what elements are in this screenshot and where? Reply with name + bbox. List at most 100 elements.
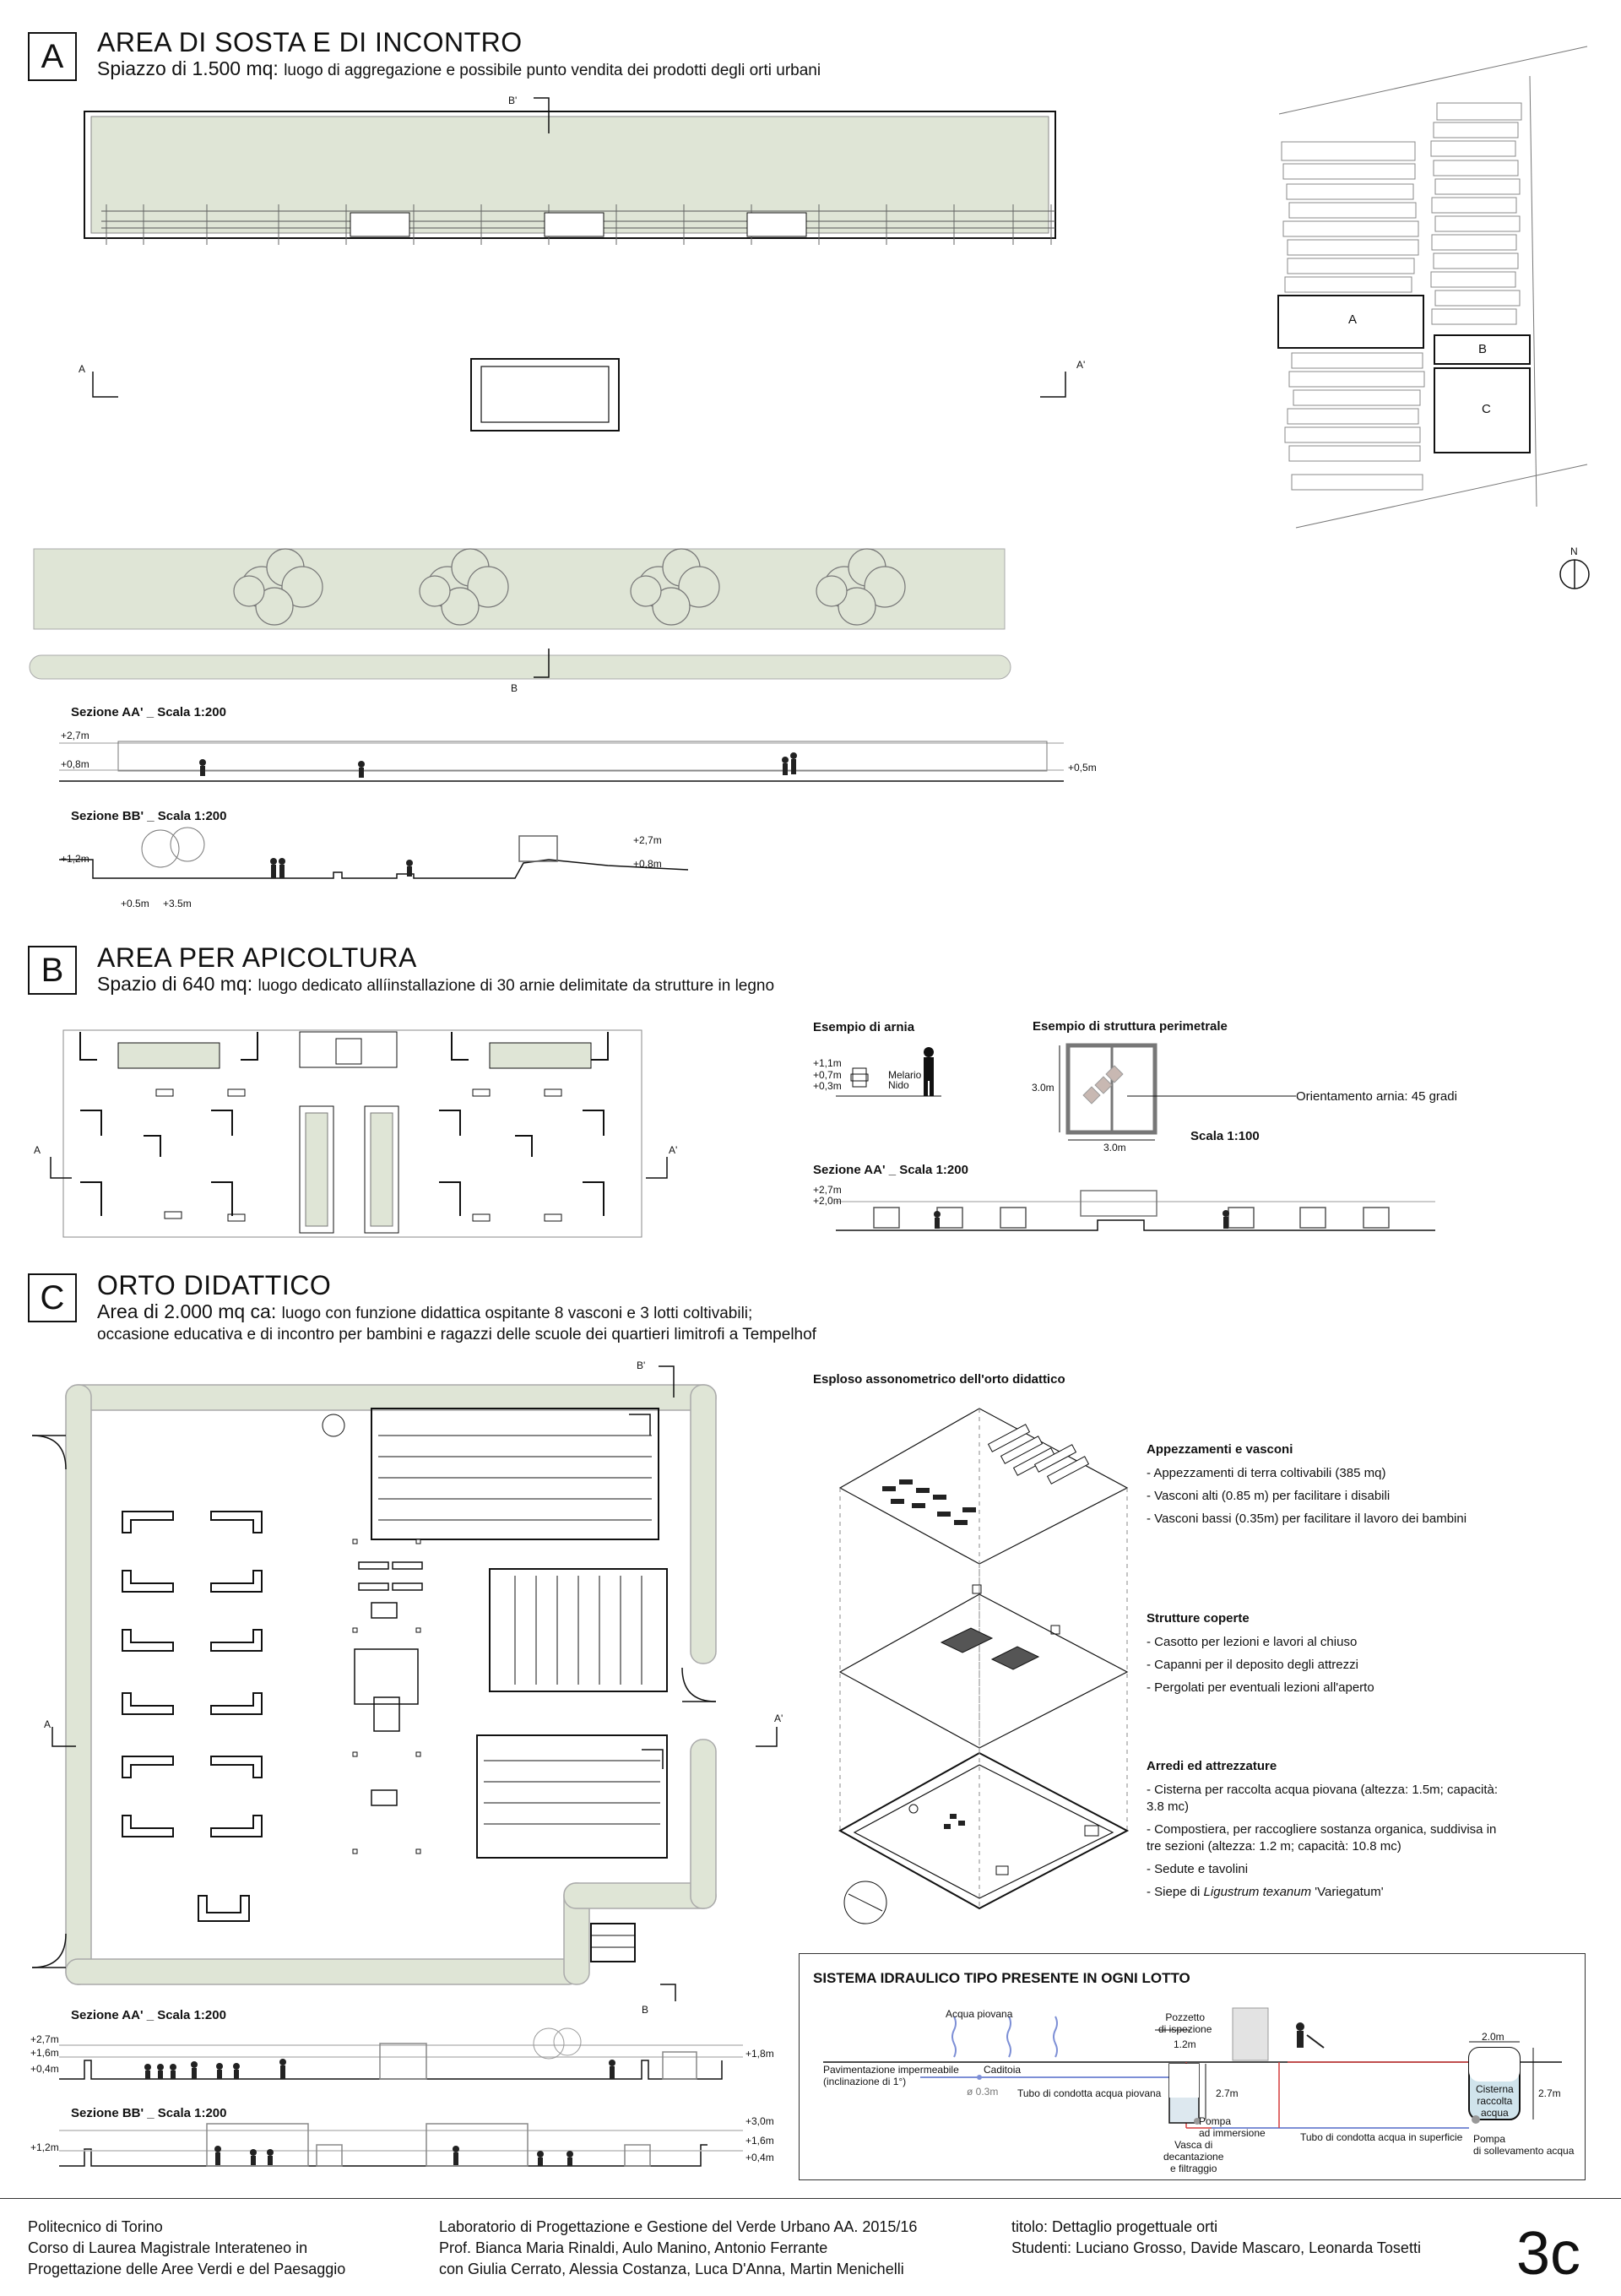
a-bb-level-5: +3.5m	[163, 898, 192, 909]
section-a-title: AREA DI SOSTA E DI INCONTRO	[97, 27, 523, 57]
hydraulic-box	[799, 1953, 1586, 2180]
section-b-title: AREA PER APICOLTURA	[97, 942, 417, 973]
hyd-pompa-sollevamento: Pompa di sollevamento acqua	[1473, 2133, 1575, 2157]
c-aa-level-2: +1,6m	[30, 2047, 59, 2059]
hyd-cisterna: Cisterna raccolta acqua	[1476, 2083, 1514, 2119]
b-aa-level-1: +2,7m	[813, 1184, 842, 1196]
group-strutture-item-3: - Pergolati per eventuali lezioni all'ap…	[1147, 1680, 1374, 1695]
hyd-rain: Acqua piovana	[946, 2008, 1013, 2020]
a-bb-level-4: +0.5m	[121, 898, 149, 909]
hyd-tubo-piovana: Tubo di condotta acqua piovana	[1017, 2087, 1162, 2099]
section-a-subtitle: Spiazzo di 1.500 mq: luogo di aggregazio…	[97, 57, 821, 79]
footer-col-1: Politecnico di Torino Corso di Laurea Ma…	[28, 2217, 345, 2280]
footer-col3-line1: titolo: Dettaglio progettuale orti	[1011, 2218, 1218, 2235]
c-mark-a-left: A	[44, 1718, 52, 1730]
footer-col1-line3: Progettazione delle Aree Verdi e del Pae…	[28, 2261, 346, 2277]
c-aa-level-3: +0,4m	[30, 2063, 59, 2075]
hyd-pompa-immersione: Pompa ad immersione	[1199, 2115, 1266, 2139]
a-aa-level-1: +2,7m	[61, 730, 89, 741]
a-section-bb-title: Sezione BB' _ Scala 1:200	[71, 809, 227, 823]
group-appezzamenti-title: Appezzamenti e vasconi	[1147, 1442, 1293, 1457]
hyd-vasca: Vasca di decantazione e filtraggio	[1163, 2139, 1224, 2174]
c-mark-b-top: B'	[637, 1360, 646, 1371]
a-section-aa-title: Sezione AA' _ Scala 1:200	[71, 705, 226, 719]
hyd-pavimentazione: Pavimentazione impermeabile (inclinazion…	[823, 2064, 959, 2087]
group-strutture-item-1: - Casotto per lezioni e lavori al chiuso	[1147, 1635, 1358, 1649]
b-struttura-dim-h: 3.0m	[1103, 1142, 1126, 1153]
c-bb-level-3: +1,6m	[745, 2135, 774, 2147]
b-struttura-title: Esempio di struttura perimetrale	[1033, 1019, 1228, 1034]
footer-col2-line2: Prof. Bianca Maria Rinaldi, Aulo Manino,…	[439, 2239, 828, 2256]
a-bb-level-3: +0,8m	[633, 858, 662, 870]
section-a-letter: A	[28, 32, 77, 81]
a-bb-level-2: +2,7m	[633, 834, 662, 846]
section-c-title: ORTO DIDATTICO	[97, 1270, 332, 1300]
c-aa-level-4: +1,8m	[745, 2048, 774, 2060]
section-c-letter: C	[28, 1273, 77, 1322]
c-section-bb-title: Sezione BB' _ Scala 1:200	[71, 2106, 227, 2120]
a-mark-b-bottom: B	[511, 682, 518, 694]
group-appezzamenti-list: - Appezzamenti di terra coltivabili (385…	[1147, 1465, 1510, 1533]
c-bb-level-4: +0,4m	[745, 2152, 774, 2163]
b-mark-a-right: A'	[669, 1144, 678, 1156]
b-arnia-part-2: Nido	[888, 1079, 909, 1091]
group-strutture-item-2: - Capanni per il deposito degli attrezzi	[1147, 1658, 1358, 1672]
b-arnia-title: Esempio di arnia	[813, 1020, 915, 1034]
hyd-diametro: ø 0.3m	[967, 2086, 999, 2098]
footer	[0, 2198, 1621, 2296]
north-arrow-label: N	[1570, 546, 1578, 557]
group-strutture-list: - Casotto per lezioni e lavori al chiuso…	[1147, 1634, 1510, 1702]
section-b-subtitle: Spazio di 640 mq: luogo dedicato allíins…	[97, 973, 775, 995]
hyd-caditoia: Caditoia	[984, 2064, 1022, 2076]
b-struttura-dim-v: 3.0m	[1032, 1082, 1054, 1094]
a-mark-b-top: B'	[508, 95, 518, 106]
hydraulic-title: SISTEMA IDRAULICO TIPO PRESENTE IN OGNI …	[813, 1970, 1190, 1986]
footer-col-2: Laboratorio di Progettazione e Gestione …	[439, 2217, 917, 2280]
c-aa-level-1: +2,7m	[30, 2033, 59, 2045]
group-arredi-item-1: - Cisterna per raccolta acqua piovana (a…	[1147, 1783, 1499, 1814]
section-b-letter: B	[28, 946, 77, 995]
a-mark-a-right: A'	[1076, 359, 1086, 371]
c-section-aa-title: Sezione AA' _ Scala 1:200	[71, 2008, 226, 2022]
map-label-c: C	[1482, 402, 1491, 416]
map-label-a: A	[1348, 312, 1358, 327]
b-aa-level-2: +2,0m	[813, 1195, 842, 1207]
b-scale-label: Scala 1:100	[1190, 1129, 1260, 1143]
c-mark-a-right: A'	[774, 1713, 783, 1724]
hyd-tubo-superficie: Tubo di condotta acqua in superficie	[1300, 2131, 1463, 2143]
group-arredi-item-3: - Sedute e tavolini	[1147, 1862, 1249, 1876]
hyd-pozzetto-dim: 1.2m	[1174, 2038, 1196, 2050]
b-arnia-level-2: +0,7m	[813, 1069, 842, 1081]
page-number: 3c	[1515, 2220, 1580, 2288]
a-aa-level-2: +0,8m	[61, 758, 89, 770]
b-orientation-label: Orientamento arnia: 45 gradi	[1296, 1089, 1457, 1104]
map-label-b: B	[1478, 342, 1488, 356]
group-strutture-title: Strutture coperte	[1147, 1611, 1250, 1626]
group-appezzamenti-item-1: - Appezzamenti di terra coltivabili (385…	[1147, 1466, 1386, 1480]
footer-col1-line2: Corso di Laurea Magistrale Interateneo i…	[28, 2239, 308, 2256]
group-arredi-item-2: - Compostiera, per raccogliere sostanza …	[1147, 1822, 1497, 1854]
footer-col3-line2: Studenti: Luciano Grosso, Davide Mascaro…	[1011, 2239, 1421, 2256]
a-bb-level-1: +1,2m	[61, 853, 89, 865]
group-arredi-list: - Cisterna per raccolta acqua piovana (a…	[1147, 1782, 1510, 1907]
section-c-subtitle: Area di 2.000 mq ca: luogo con funzione …	[97, 1300, 753, 1322]
group-arredi-title: Arredi ed attrezzature	[1147, 1759, 1277, 1773]
hyd-cisterna-width: 2.0m	[1482, 2031, 1504, 2043]
c-mark-b-bottom: B	[642, 2004, 649, 2016]
group-appezzamenti-item-3: - Vasconi bassi (0.35m) per facilitare i…	[1147, 1512, 1467, 1526]
hyd-cisterna-height: 2.7m	[1538, 2087, 1561, 2099]
footer-col1-line1: Politecnico di Torino	[28, 2218, 163, 2235]
a-aa-level-3: +0,5m	[1068, 762, 1097, 773]
c-bb-level-2: +3,0m	[745, 2115, 774, 2127]
group-appezzamenti-item-2: - Vasconi alti (0.85 m) per facilitare i…	[1147, 1489, 1391, 1503]
hyd-depth: 2.7m	[1216, 2087, 1239, 2099]
b-section-aa-title: Sezione AA' _ Scala 1:200	[813, 1163, 968, 1177]
b-arnia-level-1: +1,1m	[813, 1057, 842, 1069]
footer-col-3: titolo: Dettaglio progettuale orti Stude…	[1011, 2217, 1421, 2259]
section-c-subtitle-line2: occasione educativa e di incontro per ba…	[97, 1326, 816, 1343]
